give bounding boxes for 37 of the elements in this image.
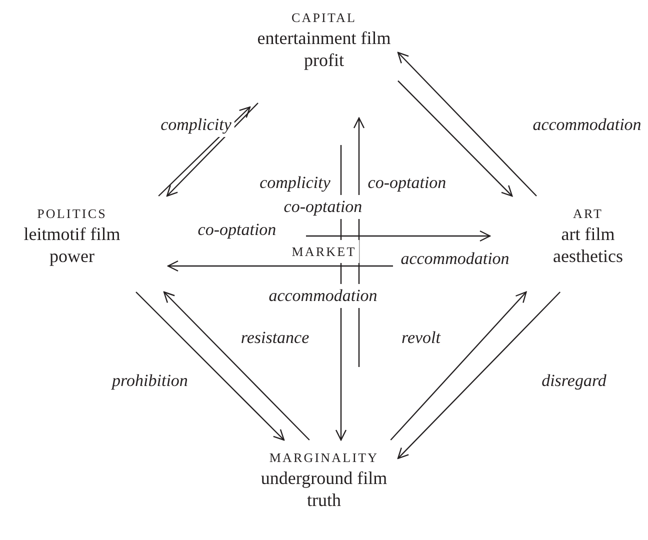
relation-label: accommodation xyxy=(532,115,642,135)
arrow xyxy=(397,52,537,196)
arrow xyxy=(306,230,491,242)
arrow xyxy=(158,106,251,196)
node-text: power xyxy=(50,245,94,267)
node-heading: CAPITAL xyxy=(291,9,357,27)
relation-label: co-optation xyxy=(198,220,276,240)
node-text: entertainment film xyxy=(257,27,391,49)
arrow xyxy=(335,145,347,441)
arrow xyxy=(390,291,527,440)
arrow xyxy=(167,260,393,272)
relation-label: co-optation xyxy=(284,197,362,217)
relation-label: accommodation xyxy=(400,249,510,269)
node-text: profit xyxy=(304,49,344,71)
relation-label: disregard xyxy=(542,371,606,391)
node-heading: MARKET xyxy=(292,243,356,261)
relation-label: complicity xyxy=(260,173,330,193)
relation-label: accommodation xyxy=(268,286,378,306)
node-text: art film xyxy=(561,223,615,245)
arrow xyxy=(353,117,365,367)
node-heading: MARGINALITY xyxy=(269,449,379,467)
arrow xyxy=(163,291,310,440)
node-text: underground film xyxy=(260,467,388,489)
node-heading: POLITICS xyxy=(37,205,107,223)
relation-label: co-optation xyxy=(368,173,446,193)
node-text: aesthetics xyxy=(553,245,623,267)
relation-label: prohibition xyxy=(112,371,188,391)
arrow xyxy=(136,292,285,441)
arrow xyxy=(166,102,258,197)
arrow xyxy=(398,80,513,197)
relation-label: complicity xyxy=(160,115,232,135)
arrow xyxy=(397,292,561,459)
node-heading: ART xyxy=(572,205,603,223)
relation-label: resistance xyxy=(240,328,310,348)
node-text: truth xyxy=(307,489,341,511)
relation-label: revolt xyxy=(401,328,441,348)
node-text: leitmotif film xyxy=(24,223,120,245)
